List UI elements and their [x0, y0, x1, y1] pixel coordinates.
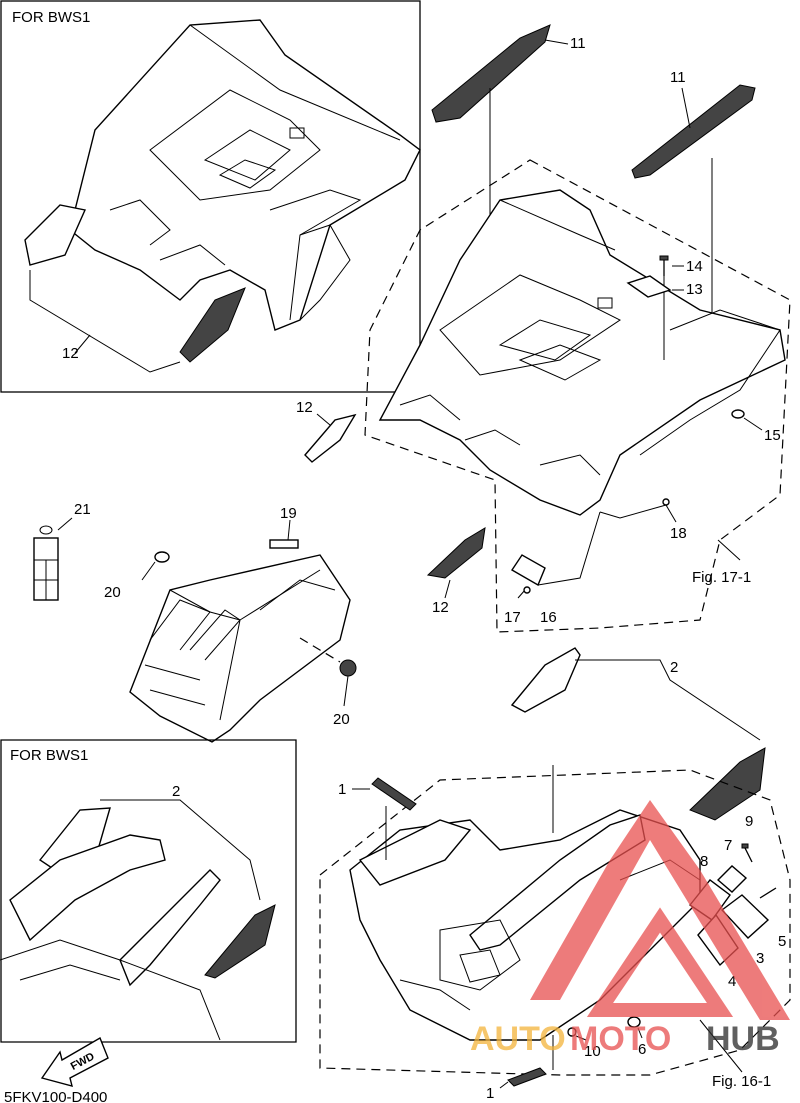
- decal-12-left: [304, 413, 357, 463]
- callout-11-right: 11: [670, 69, 686, 86]
- callout-21: 21: [74, 501, 91, 518]
- callout-18: 18: [670, 525, 687, 542]
- callout-10: 10: [584, 1043, 601, 1060]
- inset-title-bottom: FOR BWS1: [10, 747, 88, 764]
- fwd-arrow: FWD: [40, 1036, 109, 1087]
- grommet-20-left: [154, 551, 170, 563]
- decal-11-right: [631, 84, 756, 179]
- bolt-5: [759, 887, 777, 899]
- callout-12-lower: 12: [432, 599, 449, 616]
- decal-12-inset-dark: [179, 287, 246, 363]
- callout-13: 13: [686, 281, 703, 298]
- dashed-outline-rear: [364, 159, 791, 633]
- callout-16: 16: [540, 609, 557, 626]
- grommet-20-right: [339, 659, 357, 677]
- plate-7: [716, 865, 748, 893]
- callout-5: 5: [778, 933, 786, 950]
- callout-9: 9: [745, 813, 753, 830]
- callout-1-upper: 1: [338, 781, 346, 798]
- bolt-9: [744, 847, 753, 863]
- plate-3: [720, 894, 770, 939]
- emblem-1-lower: [507, 1067, 547, 1087]
- callout-11-upper: 11: [570, 35, 586, 52]
- grommet-15: [731, 409, 745, 419]
- plate-13: [626, 275, 672, 298]
- label-19: [269, 539, 299, 549]
- part-10: [567, 1027, 577, 1037]
- decal-11-upper: [431, 24, 551, 123]
- decal-12-lower: [426, 527, 486, 579]
- callout-12-left: 12: [296, 399, 313, 416]
- emblem-1-upper: [371, 777, 417, 811]
- tag-21: [33, 525, 59, 601]
- callout-6: 6: [638, 1041, 646, 1058]
- callout-7: 7: [724, 837, 732, 854]
- diagram-code: 5FKV100-D400: [4, 1089, 107, 1103]
- watermark-moto: MOTO: [570, 1020, 671, 1058]
- callout-4: 4: [728, 973, 736, 990]
- callout-2-inset: 2: [172, 783, 180, 800]
- rear-fender-main: [378, 189, 786, 516]
- watermark-logo: AUTO MOTO HUB: [470, 800, 790, 1058]
- inset-box-bottom: FOR BWS1 2: [0, 739, 297, 1043]
- decal-12-inset-left: [24, 204, 86, 266]
- callout-12-inset: 12: [62, 345, 79, 362]
- callout-20-left: 20: [104, 584, 121, 601]
- dashed-outline-front: [319, 769, 791, 1076]
- card-16: [511, 554, 546, 587]
- decal-2-inset-right: [204, 904, 276, 979]
- callout-15: 15: [764, 427, 781, 444]
- inset-title-top: FOR BWS1: [12, 9, 90, 26]
- callout-2: 2: [670, 659, 678, 676]
- fig-ref-16: Fig. 16-1: [712, 1073, 771, 1090]
- callout-20-right: 20: [333, 711, 350, 728]
- front-grille-panel: [129, 554, 351, 743]
- callout-1-lower: 1: [486, 1085, 494, 1102]
- watermark-auto: AUTO: [470, 1020, 566, 1058]
- inset-box-top: FOR BWS1 12: [0, 0, 421, 393]
- callout-8: 8: [700, 853, 708, 870]
- callout-19: 19: [280, 505, 297, 522]
- callout-17: 17: [504, 609, 521, 626]
- callout-3: 3: [756, 950, 764, 967]
- decal-2-left: [510, 647, 581, 713]
- watermark-hub: HUB: [706, 1020, 780, 1058]
- fig-ref-17: Fig. 17-1: [692, 569, 751, 586]
- rear-fender-inset: [69, 19, 421, 331]
- part-18: [662, 498, 670, 506]
- callout-14: 14: [686, 258, 703, 275]
